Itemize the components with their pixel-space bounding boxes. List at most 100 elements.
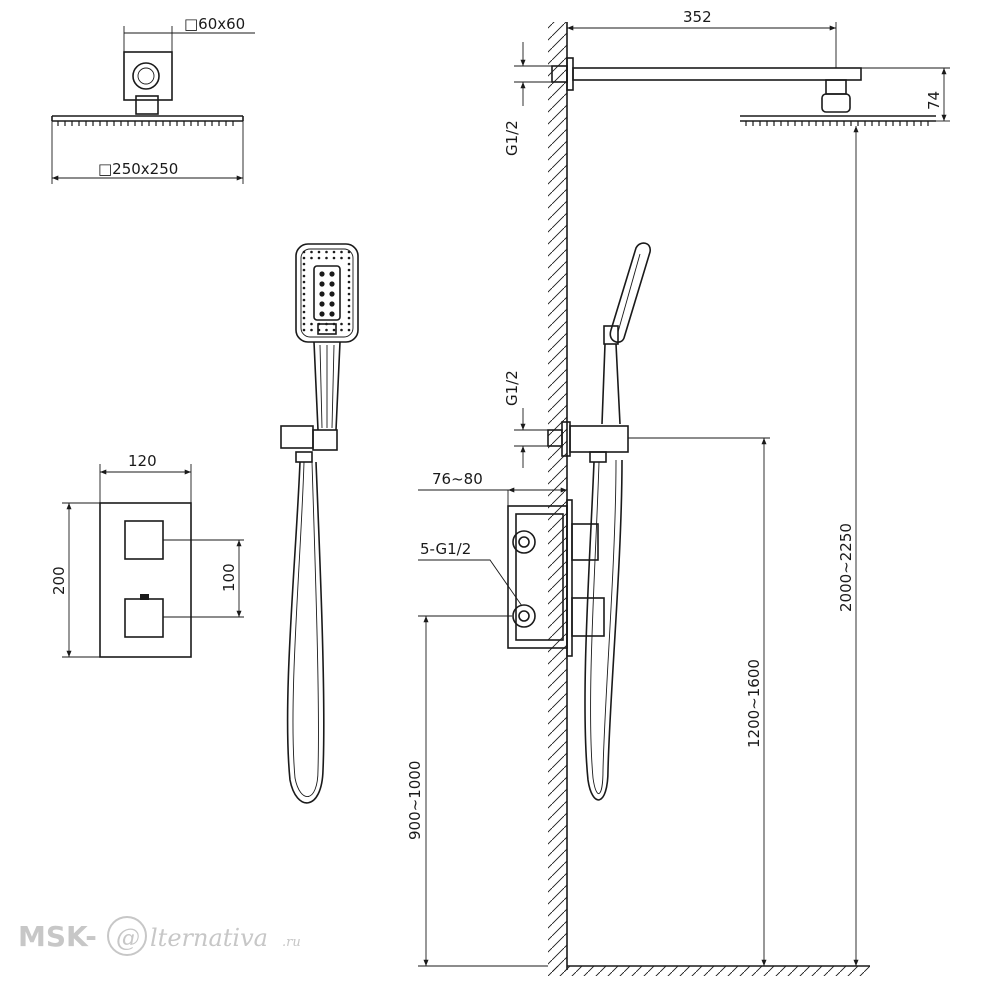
- port-lower: [512, 604, 536, 628]
- watermark-at-glyph: @: [116, 924, 140, 952]
- spray-dot: [325, 256, 328, 260]
- spray-dot: [317, 250, 321, 254]
- center-spray-dot: [319, 271, 325, 277]
- side-view: 352 74 G1/2 G1/2: [406, 8, 950, 976]
- wall-holder: [280, 425, 314, 449]
- spray-dot: [340, 322, 343, 326]
- spray-dot: [347, 298, 351, 302]
- spray-dot: [302, 274, 306, 278]
- spray-dot: [347, 274, 351, 278]
- spray-dot: [347, 262, 351, 266]
- spray-dot: [302, 256, 306, 260]
- spray-dot: [347, 316, 351, 320]
- spray-dot: [310, 256, 313, 260]
- wall-hatch: [548, 22, 567, 972]
- top-knob-side: [571, 523, 599, 561]
- nozzle-row: [57, 121, 234, 126]
- bottom-knob-side: [571, 597, 605, 637]
- center-spray-dot: [319, 311, 325, 317]
- valve-panel: [99, 502, 192, 658]
- spray-dot: [347, 310, 351, 314]
- dim-panel-height: 200: [50, 566, 68, 595]
- spray-dot: [347, 328, 351, 332]
- center-spray-dot: [329, 311, 335, 317]
- spray-dot: [340, 328, 343, 332]
- spray-dot: [302, 280, 306, 284]
- spray-dot: [347, 268, 351, 272]
- dim-head-size: □250x250: [98, 160, 178, 178]
- center-spray-dot: [319, 291, 325, 297]
- center-spray-dot: [329, 271, 335, 277]
- spray-dot: [302, 322, 306, 326]
- top-knob: [124, 520, 164, 560]
- dim-panel-width: 120: [128, 452, 157, 470]
- spray-dot: [302, 268, 306, 272]
- leader-ports: [418, 559, 523, 607]
- spray-dot: [317, 256, 321, 260]
- spray-dot: [347, 292, 351, 296]
- dim-knob-spacing: 100: [220, 563, 238, 592]
- spray-dot: [302, 298, 306, 302]
- dim-overhead-height: 2000~2250: [837, 523, 855, 612]
- mount-square: [123, 51, 173, 101]
- spray-dot: [302, 310, 306, 314]
- spray-dot: [325, 328, 328, 332]
- spray-dot: [302, 286, 306, 290]
- spray-dot: [340, 250, 343, 254]
- spray-dot: [347, 286, 351, 290]
- hand-shower-side: [609, 242, 651, 343]
- center-spray-dot: [319, 281, 325, 287]
- center-spray-dot: [329, 291, 335, 297]
- dim-arm-length: 352: [683, 8, 712, 26]
- hand-shower-front: [280, 243, 359, 804]
- hose-side: [584, 459, 623, 801]
- spray-dot: [347, 256, 351, 260]
- spray-dot: [302, 292, 306, 296]
- spray-dot: [310, 250, 313, 254]
- spray-dot: [340, 256, 343, 260]
- watermark-brand-right: lternativa: [150, 924, 268, 952]
- holder-side: [569, 425, 629, 453]
- watermark-brand-tld: .ru: [282, 935, 301, 950]
- spray-dot: [325, 250, 328, 254]
- spray-dot: [302, 262, 306, 266]
- watermark: MSK- @ lternativa .ru: [18, 916, 301, 956]
- head-top-view: □60x60 □250x250: [51, 15, 255, 184]
- spray-dot: [347, 322, 351, 326]
- spray-dot: [347, 250, 351, 254]
- spray-dot: [310, 328, 313, 332]
- shower-arm: [572, 67, 862, 81]
- dim-thread-top: G1/2: [503, 120, 521, 156]
- watermark-brand-left: MSK-: [18, 920, 97, 953]
- dim-box-ports: 5-G1/2: [420, 540, 471, 558]
- dim-thread-mid: G1/2: [503, 370, 521, 406]
- dim-wall-depth: 76~80: [432, 470, 483, 488]
- dim-head-height: 74: [925, 91, 943, 110]
- spray-dot: [302, 304, 306, 308]
- valve-panel-front: 120 200 100: [50, 452, 244, 658]
- hand-shower-head: [295, 243, 359, 343]
- center-spray-dot: [329, 281, 335, 287]
- watermark-at-circle: [107, 916, 147, 956]
- port-upper: [512, 530, 536, 554]
- spray-dot: [302, 328, 306, 332]
- spray-center: [313, 265, 341, 321]
- spray-dot: [332, 328, 336, 332]
- center-spray-dot: [319, 301, 325, 307]
- spray-dot: [332, 250, 336, 254]
- dim-head-mount: □60x60: [184, 15, 245, 33]
- dim-valve-height: 900~1000: [406, 761, 424, 840]
- spray-dot: [302, 250, 306, 254]
- hose: [286, 461, 325, 804]
- spray-dot: [302, 316, 306, 320]
- center-spray-dot: [329, 301, 335, 307]
- floor-hatch: [548, 966, 870, 976]
- spray-dot: [332, 256, 336, 260]
- spray-dot: [347, 304, 351, 308]
- spray-dot: [310, 322, 313, 326]
- dim-holder-height: 1200~1600: [745, 659, 763, 748]
- spray-dot: [347, 280, 351, 284]
- bottom-knob: [124, 598, 164, 638]
- hand-shower-handle: [313, 341, 341, 431]
